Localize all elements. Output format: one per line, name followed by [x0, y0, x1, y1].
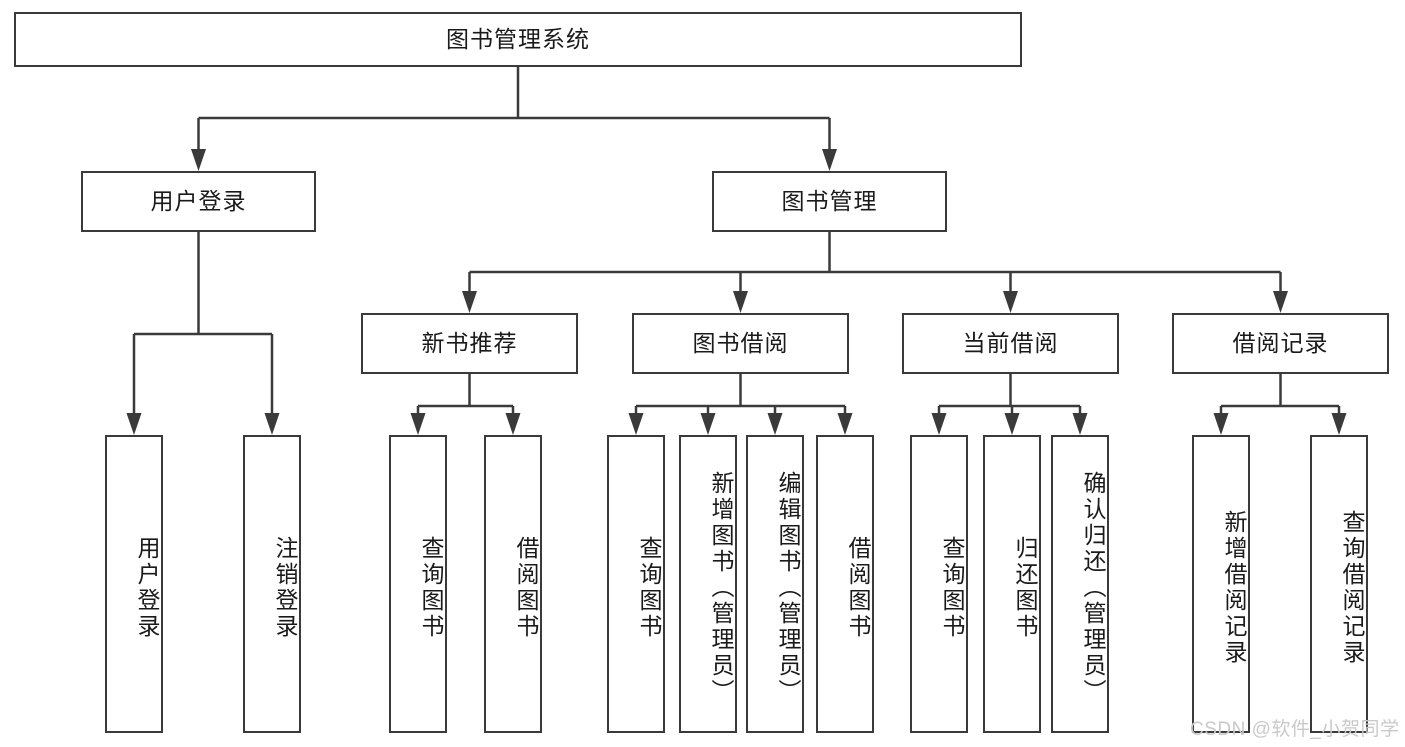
node-label-records: 借阅记录 — [1232, 329, 1329, 356]
arrow-head-bookmgmt — [822, 149, 837, 171]
node-label-leaf-login-1: 用户登录 — [134, 536, 160, 640]
node-label-leaf-login-2: 注销登录 — [272, 536, 298, 640]
node-box-leaf-bor-4[interactable]: 借阅图书 — [816, 435, 874, 733]
node-label-leaf-bor-2: 新增图书（管理员） — [708, 471, 734, 705]
arrow-head-leaf-bor-4 — [837, 413, 853, 435]
node-label-leaf-cur-1: 查询图书 — [939, 536, 965, 640]
arrow-head-leaf-cur-1 — [931, 413, 947, 435]
arrow-head-leaf-login-1 — [126, 413, 142, 435]
arrow-head-leaf-bor-1 — [628, 413, 644, 435]
node-box-leaf-bor-1[interactable]: 查询图书 — [607, 435, 665, 733]
node-label-leaf-bor-3: 编辑图书（管理员） — [775, 471, 801, 705]
node-box-records[interactable]: 借阅记录 — [1172, 313, 1389, 374]
node-box-leaf-new-2[interactable]: 借阅图书 — [484, 435, 542, 733]
node-label-leaf-cur-3: 确认归还（管理员） — [1080, 471, 1106, 705]
node-box-leaf-login-1[interactable]: 用户登录 — [105, 435, 163, 733]
node-box-leaf-bor-3[interactable]: 编辑图书（管理员） — [746, 435, 804, 733]
node-label-leaf-bor-1: 查询图书 — [636, 536, 662, 640]
node-label-leaf-rec-1: 新增借阅记录 — [1221, 510, 1247, 666]
node-label-root: 图书管理系统 — [446, 25, 590, 52]
node-box-bookmgmt[interactable]: 图书管理 — [712, 171, 947, 232]
node-label-login: 用户登录 — [150, 187, 247, 214]
arrow-head-newbook — [462, 291, 477, 313]
node-box-leaf-rec-1[interactable]: 新增借阅记录 — [1192, 435, 1250, 733]
node-label-leaf-bor-4: 借阅图书 — [845, 536, 871, 640]
node-label-current: 当前借阅 — [962, 329, 1059, 356]
arrow-head-login — [191, 149, 206, 171]
node-box-leaf-cur-2[interactable]: 归还图书 — [983, 435, 1041, 733]
node-box-leaf-rec-2[interactable]: 查询借阅记录 — [1310, 435, 1368, 733]
arrow-head-leaf-rec-1 — [1213, 413, 1229, 435]
arrow-head-records — [1273, 291, 1288, 313]
arrow-head-current — [1003, 291, 1018, 313]
node-label-leaf-rec-2: 查询借阅记录 — [1339, 510, 1365, 666]
node-box-leaf-bor-2[interactable]: 新增图书（管理员） — [679, 435, 737, 733]
node-label-leaf-new-2: 借阅图书 — [513, 536, 539, 640]
node-box-leaf-cur-1[interactable]: 查询图书 — [910, 435, 968, 733]
node-box-current[interactable]: 当前借阅 — [902, 313, 1119, 374]
watermark: CSDN @软件_小贺同学 — [1190, 719, 1400, 740]
arrow-head-leaf-bor-2 — [700, 413, 716, 435]
arrow-head-leaf-cur-2 — [1004, 413, 1020, 435]
node-label-leaf-cur-2: 归还图书 — [1012, 536, 1038, 640]
node-label-leaf-new-1: 查询图书 — [418, 536, 444, 640]
node-box-login[interactable]: 用户登录 — [81, 171, 316, 232]
node-box-root[interactable]: 图书管理系统 — [14, 12, 1022, 67]
arrow-head-borrow — [733, 291, 748, 313]
arrow-head-leaf-login-2 — [264, 413, 280, 435]
node-box-leaf-login-2[interactable]: 注销登录 — [243, 435, 301, 733]
node-label-borrow: 图书借阅 — [692, 329, 789, 356]
node-label-newbook: 新书推荐 — [421, 329, 518, 356]
arrow-head-leaf-bor-3 — [767, 413, 783, 435]
node-label-bookmgmt: 图书管理 — [781, 187, 878, 214]
arrow-head-leaf-rec-2 — [1331, 413, 1347, 435]
node-box-newbook[interactable]: 新书推荐 — [361, 313, 578, 374]
arrow-head-leaf-new-2 — [505, 413, 521, 435]
node-box-leaf-cur-3[interactable]: 确认归还（管理员） — [1051, 435, 1109, 733]
arrow-head-leaf-cur-3 — [1072, 413, 1088, 435]
node-box-leaf-new-1[interactable]: 查询图书 — [389, 435, 447, 733]
arrow-head-leaf-new-1 — [410, 413, 426, 435]
node-box-borrow[interactable]: 图书借阅 — [632, 313, 849, 374]
